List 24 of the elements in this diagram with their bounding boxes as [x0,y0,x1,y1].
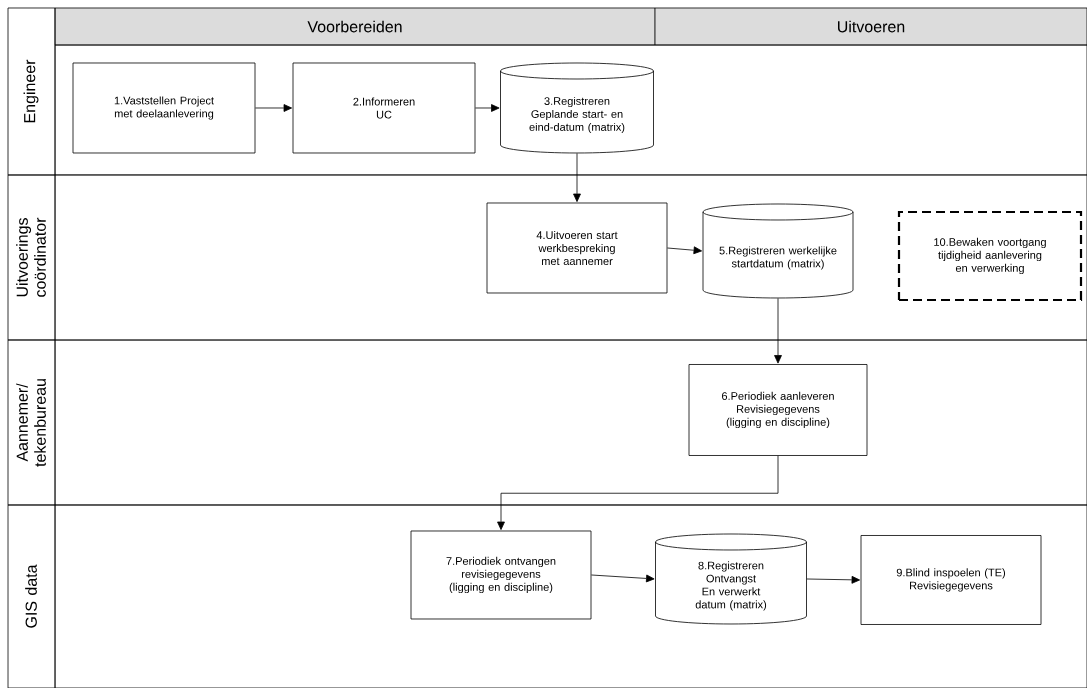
arrow [497,455,779,530]
arrow [591,574,655,583]
process-box: 10.Bewaken voortgang tijdigheid aanlevering en verwerking [897,210,1083,302]
database-cylinder: 3.Registreren Geplande start- en eind-datum (matrix) [500,62,654,154]
node-label: Uitvoerings coördinator [16,217,46,297]
database-cylinder: 8.Registreren Ontvangst En verwerkt datum (matrix) [655,533,807,625]
phase-header: Uitvoeren [654,7,1087,46]
arrow [255,104,293,112]
process-box: 9.Blind inspoelen (TE) Revisiegegevens [860,535,1042,625]
arrow [774,298,782,364]
arrow [573,153,581,202]
node-label: Aannemer/ tekenbureau [16,379,46,467]
arrow [806,575,860,584]
process-box: 6.Periodiek aanleveren Revisiegegevens (ligging en discipline) [688,364,868,456]
process-box: 7.Periodiek ontvangen revisiegegevens (ligging en discipline) [410,530,592,620]
process-box: 2.Informeren UC [292,62,476,154]
process-box: 4.Uitvoeren start werkbespreking met aannemer [486,202,668,294]
arrow [475,104,500,112]
phase-header: Voorbereiden [54,7,656,46]
node-label: Engineer [23,59,39,123]
arrow [667,246,702,255]
node-label: GIS data [25,564,37,628]
database-cylinder: 5.Registreren werkelijke startdatum (matrix) [702,203,854,299]
process-box: 1.Vaststellen Project met deelaanlevering [72,62,256,154]
